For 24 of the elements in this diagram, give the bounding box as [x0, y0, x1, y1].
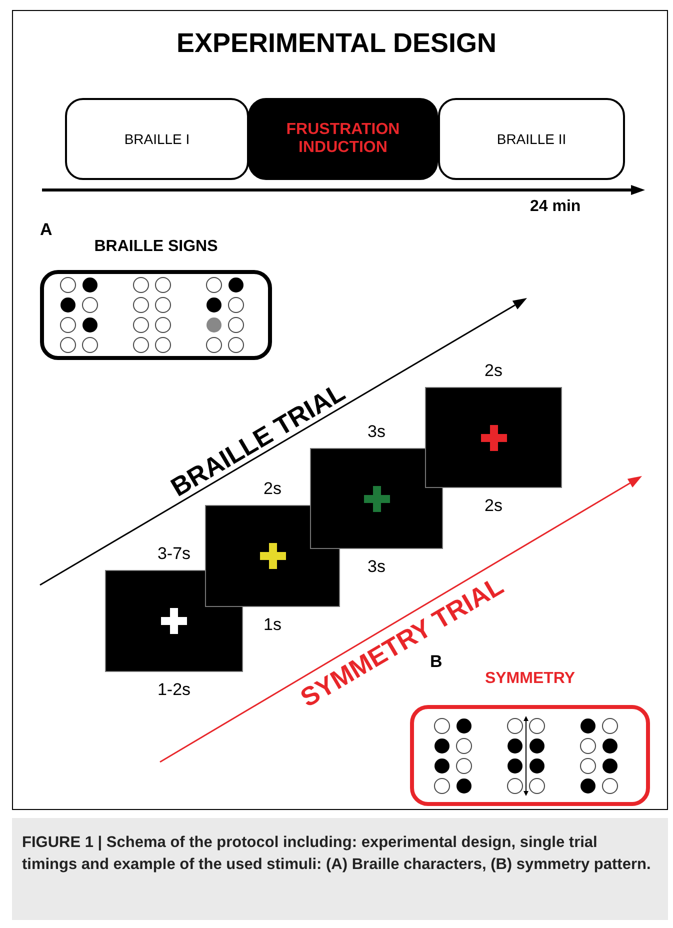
figure-caption: FIGURE 1 | Schema of the protocol including: experimental design, single trial timings and example of the used stimuli: (A) Braille characters, (B) symmetry pattern. — [22, 833, 652, 875]
duration-label: 3s — [368, 557, 386, 577]
phase-box — [438, 98, 625, 180]
phase-box — [248, 98, 438, 180]
diagram-title: EXPERIMENTAL DESIGN — [175, 28, 498, 59]
phase-label: BRAILLE I — [124, 131, 190, 147]
duration-label: 1s — [264, 615, 282, 635]
text-label: 24 min — [530, 198, 581, 216]
stimulus-screen — [105, 570, 243, 672]
phase-box — [65, 98, 249, 180]
duration-label: 2s — [484, 496, 502, 516]
duration-label: 1-2s — [157, 680, 191, 700]
duration-label: 3-7s — [157, 544, 191, 564]
duration-label: 3s — [368, 422, 386, 442]
panel-heading: SYMMETRY — [484, 670, 576, 688]
phase-label: BRAILLE II — [496, 131, 566, 147]
text-label: A — [40, 220, 52, 240]
stimulus-screen — [310, 448, 443, 549]
duration-label: 2s — [484, 361, 502, 381]
stimulus-screen — [425, 387, 562, 488]
text-label: B — [430, 652, 442, 672]
stimulus-screen — [205, 505, 340, 607]
phase-label: FRUSTRATION INDUCTION — [285, 121, 401, 157]
panel-heading: BRAILLE SIGNS — [93, 238, 219, 256]
